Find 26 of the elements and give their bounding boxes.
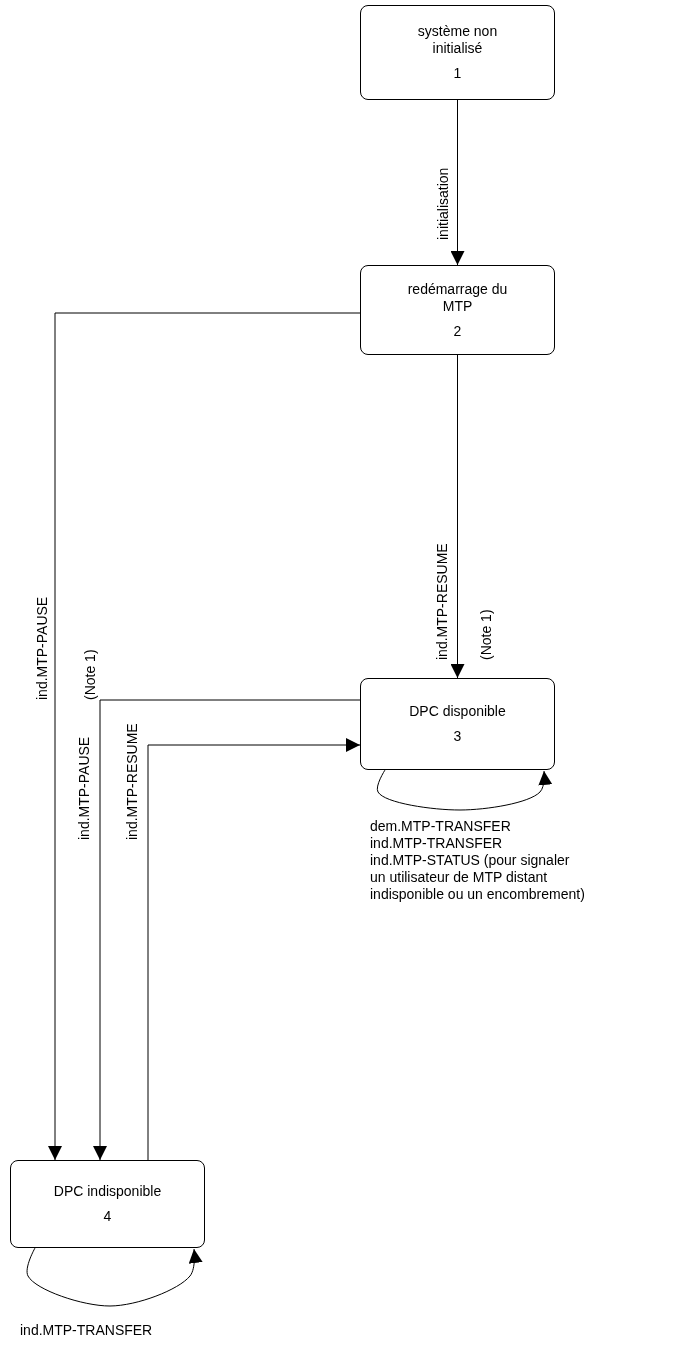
arrow xyxy=(147,738,361,1161)
self-loop-arrow xyxy=(376,769,553,811)
state-name: système non initialisé xyxy=(416,23,499,57)
arrow xyxy=(48,312,361,1161)
edge-label: ind.MTP-RESUME (Note 1) xyxy=(433,542,495,660)
state-number: 2 xyxy=(453,322,462,340)
state-box xyxy=(360,5,555,100)
state-number: 1 xyxy=(453,65,462,82)
state-name: redémarrage du MTP xyxy=(406,280,509,315)
self-loop-arrow xyxy=(26,1247,203,1307)
edge-label: ind.MTP-RESUME xyxy=(123,722,141,840)
edge-label: dem.MTP-TRANSFER ind.MTP-TRANSFER ind.MTP-STATUS (pour signaler un utilisateur de MTP distant indisponible ou un encombrement) xyxy=(370,818,586,903)
edge-label: ind.MTP-PAUSE xyxy=(75,735,93,840)
state-number: 4 xyxy=(103,1208,112,1225)
state-box xyxy=(360,265,555,355)
arrow xyxy=(450,99,465,266)
state-name: DPC indisponible xyxy=(53,1183,162,1200)
state-box xyxy=(360,678,555,770)
state-name: DPC disponible xyxy=(409,703,506,720)
state-box xyxy=(10,1160,205,1248)
state-number: 3 xyxy=(453,728,462,745)
edge-label: ind.MTP-PAUSE (Note 1) xyxy=(33,595,99,700)
edge-label: ind.MTP-TRANSFER xyxy=(20,1322,154,1339)
arrow xyxy=(93,699,361,1161)
arrow xyxy=(450,354,465,679)
edge-label: initialisation xyxy=(434,166,452,240)
